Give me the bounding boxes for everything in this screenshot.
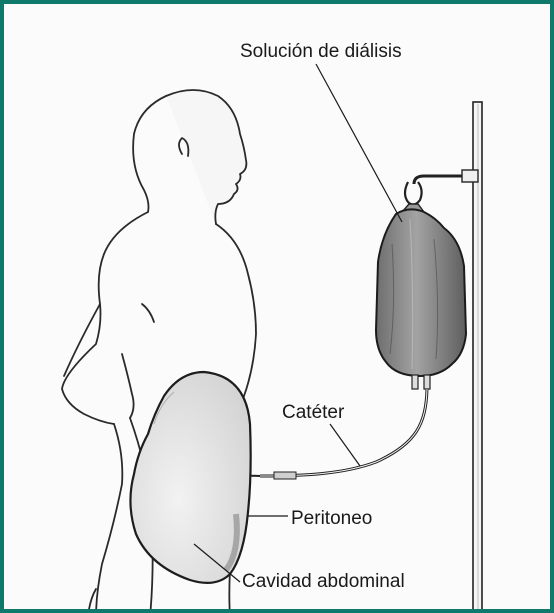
dialysis-illustration [4, 4, 554, 613]
label-peritoneum: Peritoneo [291, 509, 372, 528]
dialysis-solution-bag [376, 209, 466, 389]
label-abdominal-cavity: Cavidad abdominal [242, 572, 405, 591]
leader-cateter [330, 424, 360, 466]
bag-hanger [402, 182, 424, 212]
label-dialysis-solution: Solución de diálisis [240, 42, 402, 61]
label-catheter: Catéter [282, 403, 344, 422]
leader-solucion [316, 64, 402, 222]
abdominal-cavity-shape [130, 372, 250, 583]
